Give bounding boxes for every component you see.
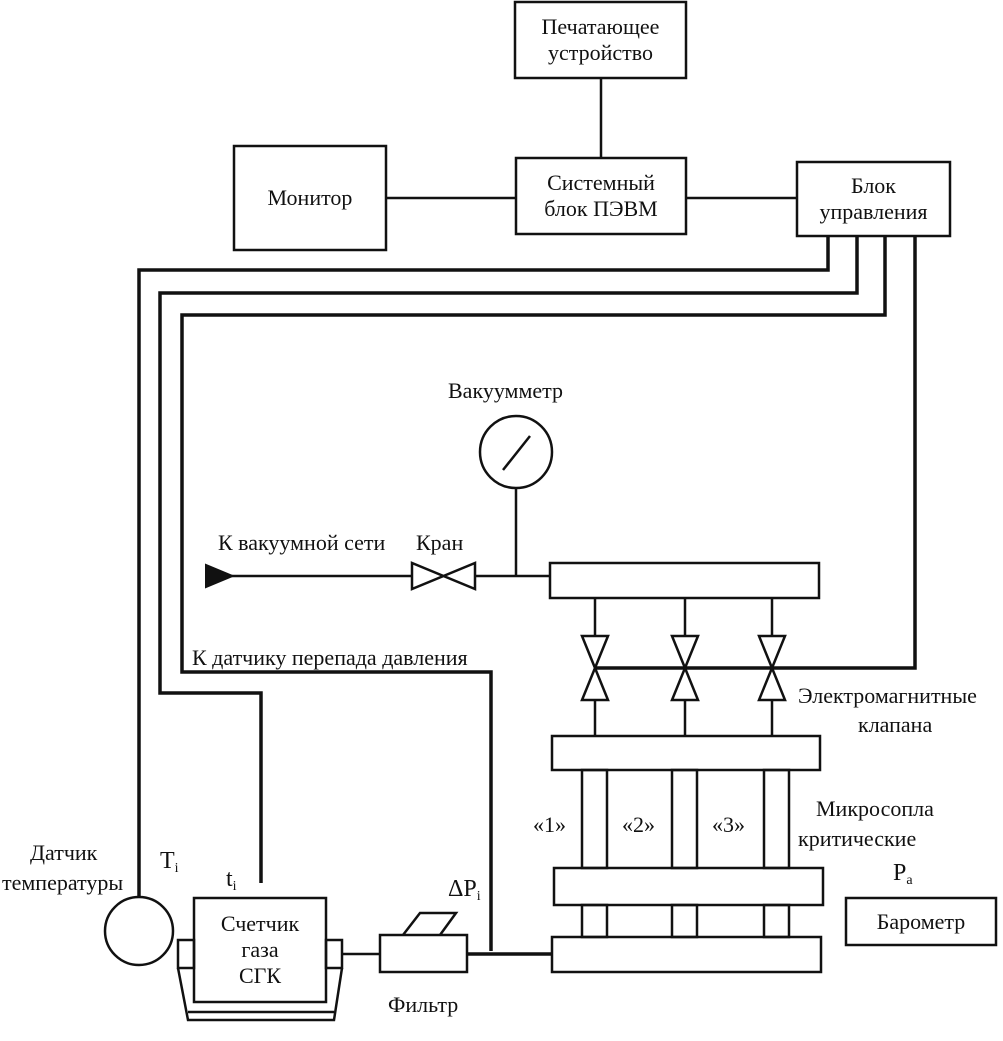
nozzle-lower-plate [550, 935, 823, 974]
nozzles-label-line-1: Микросопла [816, 796, 934, 821]
temperature-symbol-T-sub: i [174, 861, 179, 876]
filter-lid [402, 911, 459, 936]
micronozzle-3-lower [762, 903, 791, 939]
nozzle-3-label: «3» [712, 812, 745, 837]
dp-sensor-line [180, 236, 887, 951]
solenoid-valves-label-line-1: Электромагнитные [798, 683, 977, 708]
gas-meter-temp-line [158, 236, 859, 883]
barometer-label: Барометр [846, 898, 996, 945]
atmospheric-pressure-symbol: Pa [893, 860, 913, 889]
monitor-label: Монитор [234, 146, 386, 250]
control-unit-label-line-2: управления [819, 199, 928, 224]
gas-meter-right-flange [324, 938, 344, 970]
system-unit-label-line-2: блок ПЭВМ [544, 196, 658, 221]
temperature-symbol-T: Ti [160, 848, 179, 877]
gas-meter-label-line-3: СГК [238, 963, 282, 988]
nozzle-1-label: «1» [533, 812, 566, 837]
printer-label-line-2: устройство [547, 40, 654, 65]
barometer-label-text: Барометр [876, 908, 966, 934]
pressure-drop-symbol: ΔPi [448, 876, 481, 905]
atmospheric-pressure-symbol-main: P [893, 860, 907, 886]
vacuum-manifold [548, 561, 821, 600]
control-unit-label-line-1: Блок [850, 173, 896, 198]
to-vacuum-line-label: К вакуумной сети [218, 530, 386, 555]
temperature-symbol-t-main: t [226, 866, 233, 892]
pressure-drop-symbol-main: ΔP [448, 876, 477, 902]
vacuum-gauge-label: Вакуумметр [448, 378, 564, 403]
temperature-sensor-label-line-1: Датчик [30, 840, 98, 865]
micronozzle-1 [580, 768, 609, 870]
control-unit-label: Блок управления [797, 162, 950, 236]
solenoid-control-line [596, 236, 917, 670]
solenoid-valves-label-line-2: клапана [858, 712, 933, 737]
monitor-label-text: Монитор [267, 185, 353, 210]
gas-meter-stand [176, 967, 344, 1022]
barometer-box [844, 896, 998, 947]
valve-label: Кран [416, 530, 464, 555]
temperature-symbol-T-main: T [160, 848, 175, 874]
nozzle-middle-plate [552, 866, 825, 907]
atmospheric-pressure-symbol-sub: a [906, 873, 913, 888]
to-dp-sensor-label: К датчику перепада давления [192, 645, 468, 670]
temperature-sensor-circle [103, 895, 175, 967]
nozzles-label-line-2: критические [798, 826, 917, 851]
system-unit-label: Системный блок ПЭВМ [516, 158, 686, 234]
filter-label: Фильтр [388, 992, 459, 1017]
gas-meter-left-flange [176, 938, 196, 970]
printer-label-line-1: Печатающее [541, 14, 660, 39]
micronozzle-2-lower [670, 903, 699, 939]
micronozzle-3 [762, 768, 791, 870]
gas-meter-label-line-2: газа [241, 937, 279, 962]
micronozzle-1-lower [580, 903, 609, 939]
gas-meter-label: Счетчик газа СГК [194, 898, 326, 1002]
temperature-sensor-label-line-2: температуры [2, 870, 124, 895]
vacuum-gauge-pointer [502, 435, 531, 471]
pressure-drop-symbol-sub: i [476, 889, 481, 904]
nozzle-upper-plate [550, 734, 822, 772]
temperature-symbol-t-sub: i [232, 879, 237, 894]
temperature-symbol-t: ti [226, 866, 237, 895]
nozzle-2-label: «2» [622, 812, 655, 837]
filter-box [378, 933, 469, 974]
crane-valve [410, 561, 477, 591]
printer-label: Печатающее устройство [515, 2, 686, 78]
temperature-sensor-line [137, 236, 830, 898]
micronozzle-2 [670, 768, 699, 870]
gas-meter-label-line-1: Счетчик [220, 911, 300, 936]
system-unit-label-line-1: Системный [547, 170, 655, 195]
